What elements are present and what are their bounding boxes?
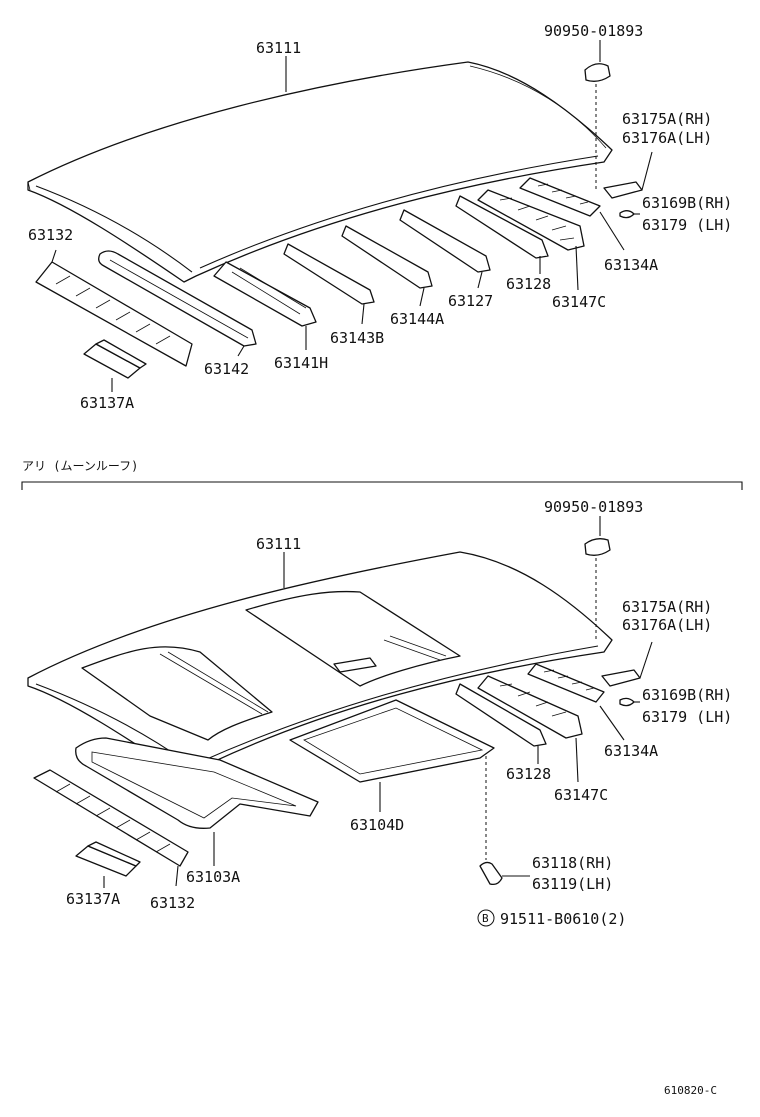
label-63104d: 63104D xyxy=(350,816,404,834)
clip-63169b xyxy=(619,210,640,219)
front-reinforcement-63132-bottom xyxy=(33,769,189,887)
drip-frame-63103a xyxy=(75,737,319,866)
holder-63118 xyxy=(479,861,530,886)
bracket-63175a xyxy=(603,151,653,199)
label-63179: 63179 (LH) xyxy=(642,216,732,234)
roof-bow-63141h xyxy=(213,261,317,350)
reinforcement-63147c-bottom xyxy=(477,675,583,783)
label-63142: 63142 xyxy=(204,360,249,378)
label-90950-01893: 90950-01893 xyxy=(544,22,643,40)
section-header: アリ (ムーンルーフ) xyxy=(22,459,138,473)
rear-rail-63134a xyxy=(519,177,625,251)
label-63111-bottom: 63111 xyxy=(256,535,301,553)
label-63169b: 63169B(RH) xyxy=(642,194,732,212)
label-63175a-bottom: 63175A(RH) xyxy=(622,598,712,616)
bolt-callout-b: B 91511-B0610(2) xyxy=(477,909,626,928)
roof-bow-63144a xyxy=(341,225,433,307)
label-63128-bottom: 63128 xyxy=(506,765,551,783)
label-63134a-bottom: 63134A xyxy=(604,742,658,760)
label-63137a: 63137A xyxy=(80,394,134,412)
label-63147c-bottom: 63147C xyxy=(554,786,608,804)
moonroof-housing-63104d xyxy=(289,699,495,860)
label-63144a: 63144A xyxy=(390,310,444,328)
roof-panel-moonroof xyxy=(27,551,613,777)
label-63128: 63128 xyxy=(506,275,551,293)
label-63134a: 63134A xyxy=(604,256,658,274)
label-63179-bottom: 63179 (LH) xyxy=(642,708,732,726)
bracket-63137a-bottom xyxy=(75,841,141,888)
label-63147c: 63147C xyxy=(552,293,606,311)
section-divider: アリ (ムーンルーフ) xyxy=(21,459,743,490)
label-63137a-bottom: 63137A xyxy=(66,890,120,908)
label-63118: 63118(RH) xyxy=(532,854,613,872)
top-assembly: 63111 90950-01893 63175A(RH) 63176A(LH) … xyxy=(27,22,732,412)
label-90950-01893-bottom: 90950-01893 xyxy=(544,498,643,516)
roof-bow-63128-bottom xyxy=(455,683,547,764)
front-reinforcement-63132 xyxy=(35,249,193,367)
label-63141h: 63141H xyxy=(274,354,328,372)
label-63169b-bottom: 63169B(RH) xyxy=(642,686,732,704)
label-63176a: 63176A(LH) xyxy=(622,129,712,147)
roof-bow-63127 xyxy=(399,209,491,289)
label-63175a: 63175A(RH) xyxy=(622,110,712,128)
label-63111: 63111 xyxy=(256,39,301,57)
bracket-63175a-bottom xyxy=(601,641,653,687)
front-header-63142 xyxy=(98,250,257,357)
label-63127: 63127 xyxy=(448,292,493,310)
label-63132: 63132 xyxy=(28,226,73,244)
label-63143b: 63143B xyxy=(330,329,384,347)
label-91511-b0610: 91511-B0610(2) xyxy=(500,910,626,928)
roof-panel xyxy=(27,61,613,283)
reinforcement-63147c xyxy=(477,189,585,291)
rear-rail-63134a-bottom xyxy=(527,663,625,741)
label-63103a: 63103A xyxy=(186,868,240,886)
plug-cap xyxy=(584,63,611,190)
plug-cap-bottom xyxy=(584,538,611,640)
label-63176a-bottom: 63176A(LH) xyxy=(622,616,712,634)
label-63132-bottom: 63132 xyxy=(150,894,195,912)
clip-63169b-bottom xyxy=(619,697,640,707)
footer-code: 610820-C xyxy=(664,1084,717,1097)
label-63119: 63119(LH) xyxy=(532,875,613,893)
bracket-63137a xyxy=(83,339,147,392)
roof-bow-63143b xyxy=(283,243,375,325)
bottom-assembly: 63111 90950-01893 63175A(RH) 63176A(LH) … xyxy=(27,498,732,928)
roof-bow-63128 xyxy=(455,195,549,274)
circle-b-letter: B xyxy=(482,912,489,925)
